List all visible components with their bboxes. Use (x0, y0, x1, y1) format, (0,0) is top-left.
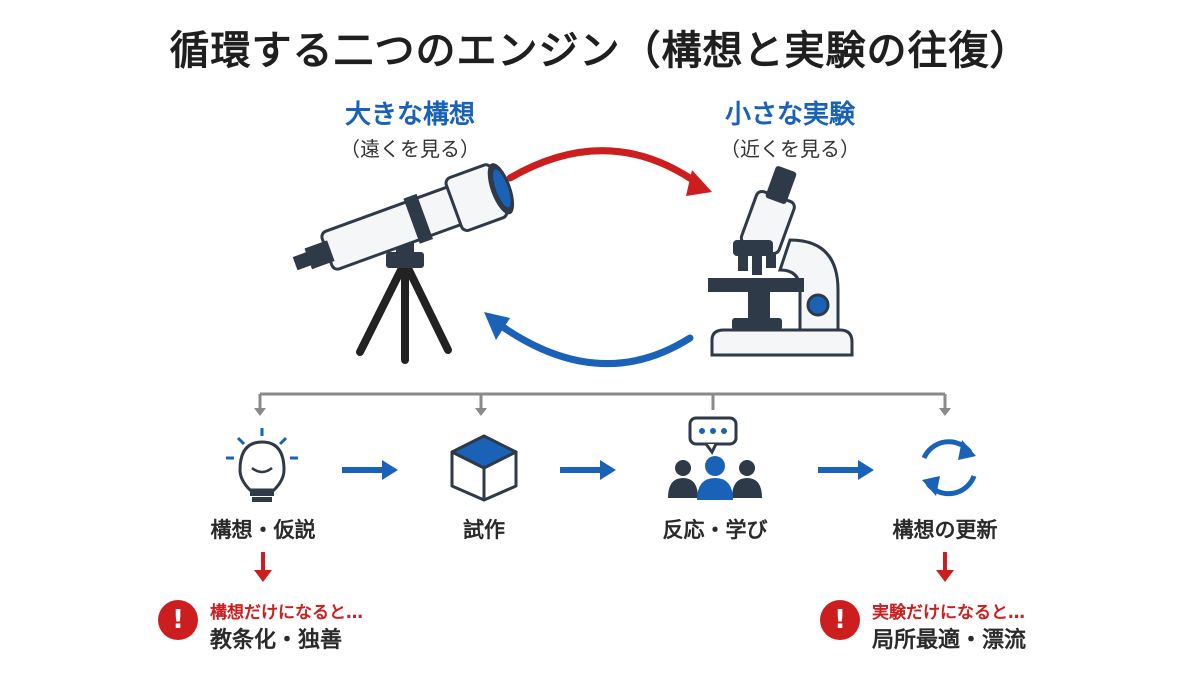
diagram-title: 循環する二つのエンジン（構想と実験の往復） (169, 28, 1031, 74)
people-feedback-icon (668, 416, 762, 500)
warning-icon-right: ! (820, 600, 860, 640)
refresh-cycle-icon (921, 439, 977, 497)
step-arrow-3 (818, 460, 874, 480)
warning-caption-left: 構想だけになると… (210, 603, 363, 623)
step-label-update: 構想の更新 (892, 518, 998, 542)
warning-down-arrow-right (936, 552, 954, 582)
warning-result-left: 教条化・独善 (210, 628, 343, 653)
small-experiment-label: 小さな実験 (724, 100, 855, 130)
telescope-icon (292, 163, 515, 364)
step-bracket-connector (254, 392, 951, 416)
cube-icon (450, 434, 518, 502)
warning-result-right: 局所最適・漂流 (872, 628, 1027, 653)
return-arrow-blue (484, 312, 694, 368)
small-experiment-sublabel: （近くを見る） (720, 137, 860, 161)
warning-down-arrow-left (254, 552, 272, 582)
big-vision-sublabel: （遠くを見る） (340, 137, 480, 161)
warning-caption-right: 実験だけになると… (872, 603, 1025, 623)
microscope-icon (708, 166, 854, 357)
step-label-feedback: 反応・学び (662, 518, 768, 542)
warning-icon-left: ! (158, 600, 198, 640)
step-label-prototype: 試作 (463, 518, 505, 542)
step-arrow-1 (342, 460, 398, 480)
big-vision-label: 大きな構想 (344, 100, 475, 130)
lightbulb-icon (226, 428, 298, 502)
forward-arrow-red (506, 147, 712, 196)
step-arrow-2 (560, 460, 616, 480)
step-label-hypothesis: 構想・仮説 (210, 518, 316, 542)
